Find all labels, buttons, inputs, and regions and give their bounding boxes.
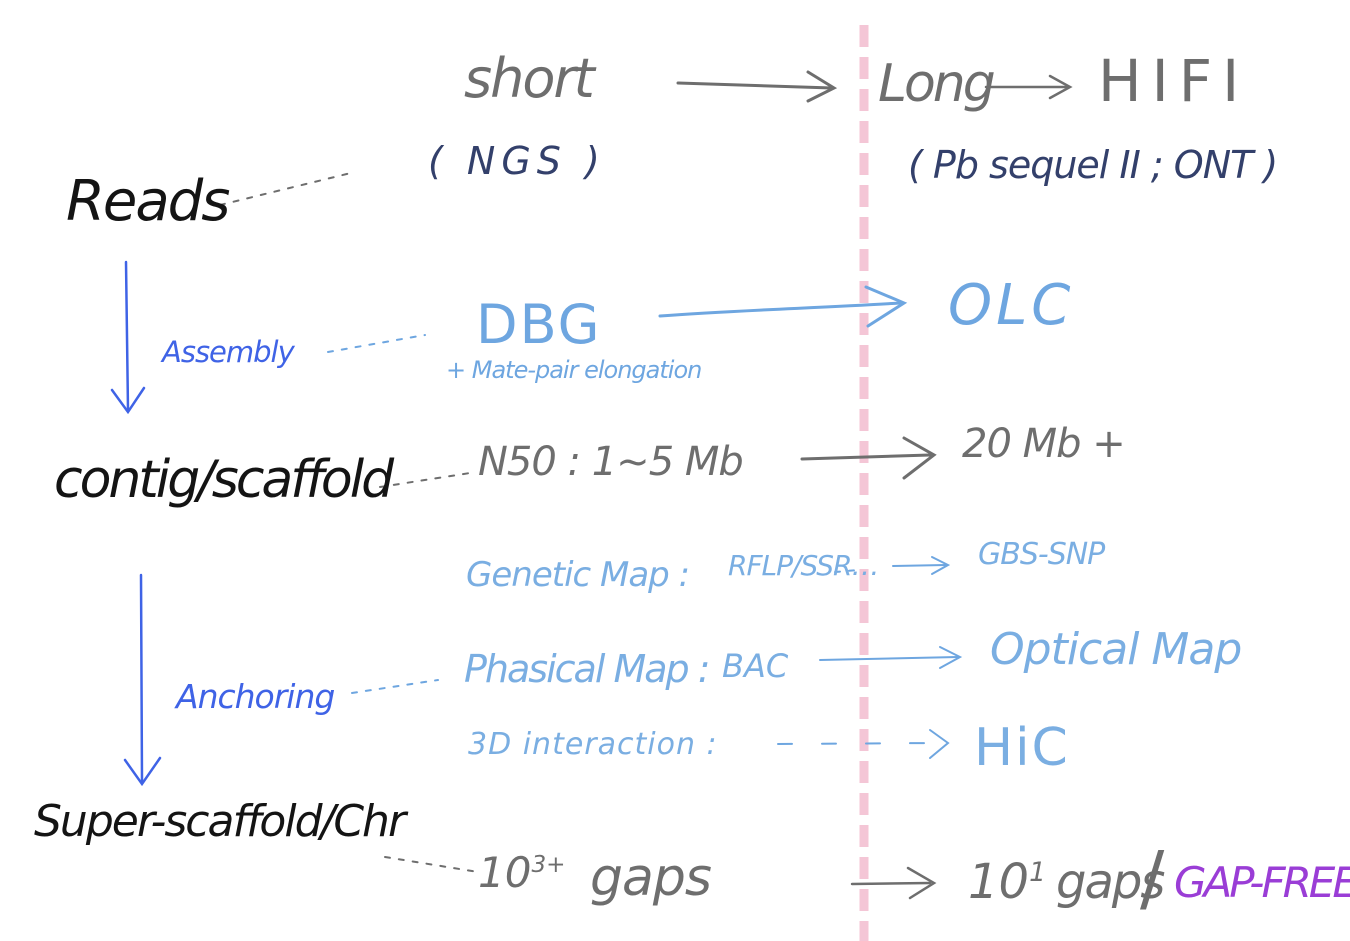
interaction-label: 3D interaction : (468, 727, 718, 762)
leader-anchoring (351, 679, 439, 694)
gaps-new-exponent: 1 (1029, 857, 1046, 888)
physical-map-label: Phasical Map : (464, 647, 711, 691)
assembly-dbg-note: + Mate-pair elongation (446, 356, 702, 384)
arrow-long-to-hifi (984, 74, 1073, 100)
gaps-new-label: gaps (1056, 854, 1165, 910)
leader-reads (219, 171, 356, 206)
leader-assembly (327, 334, 426, 353)
arrow-reads-to-contig (110, 260, 146, 415)
arrow-genetic (892, 556, 951, 575)
gaps-separator: / (1140, 836, 1165, 920)
reads-hifi: HIFI (1098, 47, 1250, 115)
gap-free-label: GAP-FREE (1174, 858, 1350, 907)
genetic-map-label: Genetic Map : (466, 555, 690, 595)
step-assembly: Assembly (162, 335, 295, 369)
arrow-contig-to-super (123, 573, 162, 787)
gaps-new-count: 101 (968, 858, 1046, 906)
gaps-label: gaps (590, 848, 712, 908)
arrow-n50 (800, 436, 937, 480)
genetic-map-markers: RFLP/SSR… (728, 549, 879, 582)
reads-ngs: ( NGS ) (428, 139, 606, 183)
physical-map-new: Optical Map (990, 624, 1242, 675)
contig-n50: N50 : 1~5 Mb (478, 439, 744, 485)
stage-super: Super-scaffold/Chr (34, 796, 406, 847)
arrow-dbg-to-olc (658, 285, 908, 328)
physical-map-markers: BAC (722, 647, 789, 685)
arrow-physical (819, 646, 963, 669)
gaps-new-base: 10 (968, 854, 1030, 910)
assembly-olc: OLC (948, 273, 1075, 338)
reads-platforms: ( Pb sequel II ; ONT ) (908, 143, 1278, 187)
gaps-count: 103+ (478, 852, 566, 894)
arrow-interaction (777, 729, 950, 759)
reads-long: Long (878, 54, 996, 114)
genetic-map-new: GBS-SNP (978, 537, 1105, 572)
stage-reads: Reads (66, 169, 230, 234)
arrow-short-to-long (676, 70, 838, 103)
leader-genetic (834, 569, 859, 573)
step-anchoring: Anchoring (176, 677, 335, 716)
leader-contig (379, 472, 471, 488)
gaps-exponent: 3+ (531, 852, 566, 878)
contig-n50-long: 20 Mb + (962, 421, 1126, 467)
leader-gaps (384, 856, 479, 873)
interaction-new: HiC (974, 718, 1070, 778)
reads-short: short (464, 47, 595, 110)
stage-contig: contig/scaffold (54, 450, 394, 510)
assembly-dbg: DBG (476, 293, 602, 356)
gaps-base: 10 (478, 848, 532, 897)
arrow-gaps (850, 866, 937, 900)
